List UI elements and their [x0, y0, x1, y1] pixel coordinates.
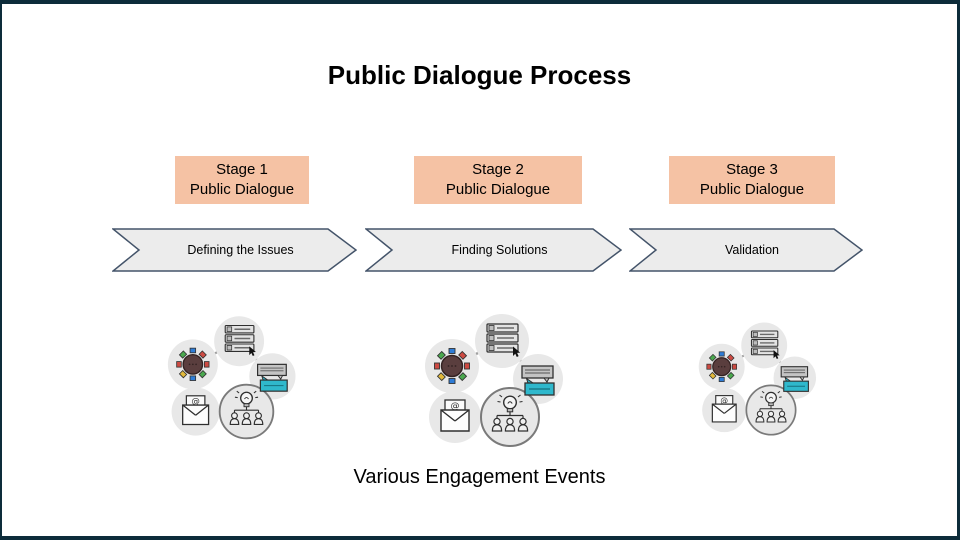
stage-1-label: Stage 1 — [216, 160, 268, 178]
stage-3-box: Stage 3 Public Dialogue — [669, 156, 835, 204]
stage-1-activity: Defining the Issues — [187, 243, 294, 257]
stage-1-chevron: Defining the Issues — [112, 228, 357, 272]
workshop-idea-icon — [755, 390, 787, 423]
workshop-idea-icon — [491, 394, 529, 432]
stage-2-name: Public Dialogue — [445, 181, 551, 198]
svg-text:@: @ — [720, 396, 728, 405]
survey-list-icon — [224, 324, 256, 357]
engagement-cluster: @ — [698, 322, 817, 436]
engagement-cluster: @ — [167, 316, 296, 440]
roundtable-discussion-icon — [434, 348, 470, 384]
email-icon: @ — [440, 399, 470, 432]
chevron-arrow-icon — [629, 228, 863, 272]
chevron-arrow-icon — [112, 228, 357, 272]
email-icon: @ — [711, 395, 737, 423]
stage-3-label: Stage 3 — [726, 160, 778, 178]
survey-list-icon — [486, 323, 521, 357]
stage-3-chevron: Validation — [629, 228, 863, 272]
cursor-icon — [513, 346, 521, 357]
roundtable-discussion-icon — [176, 347, 210, 381]
caption: Various Engagement Events — [353, 466, 606, 488]
stage-2-label: Stage 2 — [472, 160, 524, 178]
engagement-cluster-stage-3: @ — [686, 314, 822, 442]
chat-bubbles-icon — [780, 366, 809, 392]
stage-3-name: Public Dialogue — [699, 181, 805, 198]
svg-text:@: @ — [191, 396, 199, 406]
cursor-icon — [249, 346, 256, 357]
roundtable-discussion-icon — [706, 351, 737, 382]
page-title: Public Dialogue Process — [327, 60, 632, 90]
stage-1-name: Public Dialogue — [189, 181, 295, 198]
email-icon: @ — [182, 395, 210, 426]
stage-3-activity: Validation — [725, 243, 779, 257]
stage-1-box: Stage 1 Public Dialogue — [175, 156, 309, 204]
chat-bubbles-icon — [521, 365, 555, 396]
chat-bubbles-icon — [256, 363, 288, 392]
engagement-cluster-stage-1: @ — [154, 307, 302, 446]
stage-2-box: Stage 2 Public Dialogue — [414, 156, 582, 204]
engagement-cluster-stage-2: @ — [410, 304, 570, 454]
chevron-arrow-icon — [365, 228, 622, 272]
stage-2-activity: Finding Solutions — [451, 243, 548, 257]
stage-2-chevron: Finding Solutions — [365, 228, 622, 272]
survey-list-icon — [750, 330, 780, 360]
cursor-icon — [773, 350, 780, 360]
engagement-cluster: @ — [425, 314, 563, 447]
svg-text:@: @ — [451, 402, 460, 412]
workshop-idea-icon — [229, 390, 264, 426]
